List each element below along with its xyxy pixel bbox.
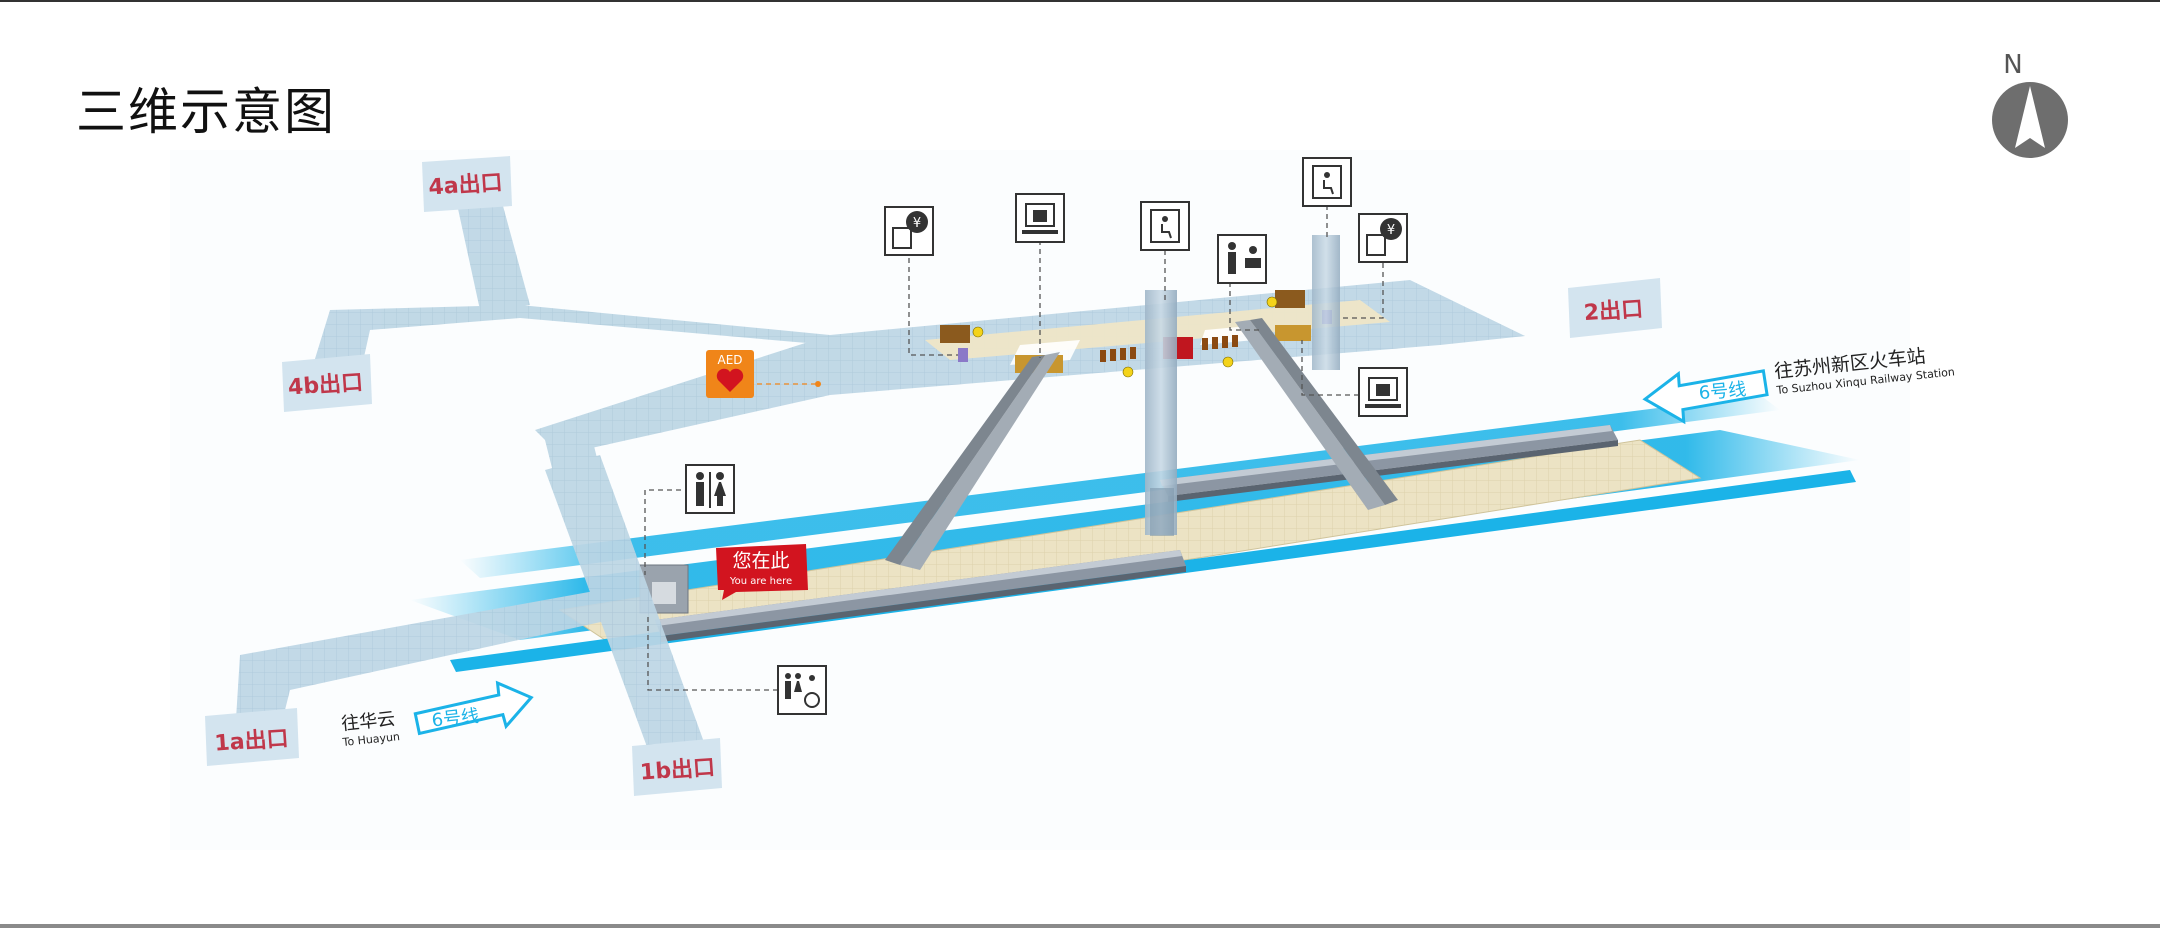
exit-4a: 4a出口 [422,156,512,212]
top-border [0,0,2160,2]
elevator-shaft-street [1312,235,1340,370]
exit-1a-label: 1a出口 [214,726,290,756]
direction-west: 6号线 往华云 To Huayun [340,680,534,749]
aed-icon: AED [706,350,754,398]
ticket-machines-east [1275,290,1305,308]
compass-north-label: N [2003,50,2023,80]
svg-text:¥: ¥ [1387,223,1395,238]
exit-1b: 1b出口 [632,738,722,796]
aed-label: AED [717,353,742,367]
security-check-icon [1015,193,1065,243]
exit-4b: 4b出口 [282,354,372,412]
bottom-border [0,924,2160,928]
train-west [655,550,1186,642]
page-title: 三维示意图 [76,83,336,141]
exit-1a: 1a出口 [205,708,299,766]
svg-text:¥: ¥ [913,216,921,231]
exit-2-label: 2出口 [1583,297,1644,326]
direction-east-line: 6号线 [1698,379,1747,404]
direction-markers [972,296,1278,378]
security-check-icon-east [1358,367,1408,417]
train-east [1160,425,1618,502]
compass: N [1985,50,2075,162]
fare-gates-west [1100,347,1136,362]
ticket-machines-west [940,325,970,343]
exit-4b-label: 4b出口 [287,370,364,400]
you-are-here-zh: 您在此 [732,550,789,572]
direction-west-line: 6号线 [431,706,480,732]
you-are-here-en: You are here [729,576,792,587]
escalator-east [1235,318,1398,510]
direction-west-en: To Huayun [341,730,401,749]
exit-4a-label: 4a出口 [428,170,504,200]
elevator-icon [1140,201,1190,251]
toilet-icon [685,464,735,514]
escalator-west [885,352,1060,570]
exit-1b-label: 1b出口 [639,755,716,785]
accessible-toilet-icon [777,665,827,715]
ticket-machine-icon: ¥ [884,206,934,256]
security-east [1275,325,1311,341]
exit-2: 2出口 [1568,278,1662,338]
service-center-icon [1217,234,1267,284]
track-upper [460,395,1780,578]
fare-gates-east [1202,335,1238,350]
you-are-here-marker: 您在此 You are here [716,544,808,600]
elevator-icon-street [1302,157,1352,207]
ticket-machine-icon-east: ¥ [1358,213,1408,263]
compass-icon [1992,82,2068,158]
